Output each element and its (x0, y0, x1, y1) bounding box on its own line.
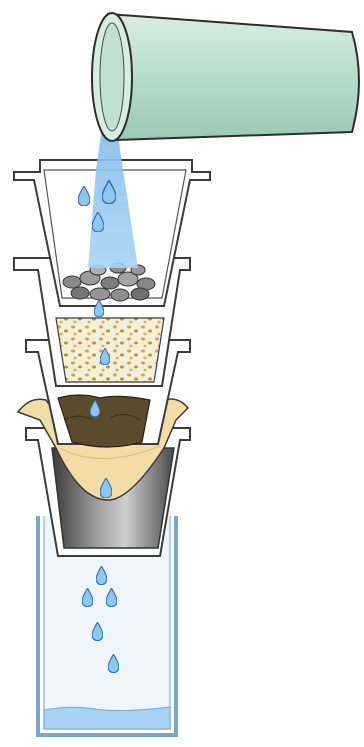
sand-layer (55, 317, 165, 383)
pouring-cup (91, 12, 360, 142)
collected-water (43, 706, 171, 730)
soil-layer (57, 394, 151, 448)
collecting-jar (36, 516, 178, 737)
